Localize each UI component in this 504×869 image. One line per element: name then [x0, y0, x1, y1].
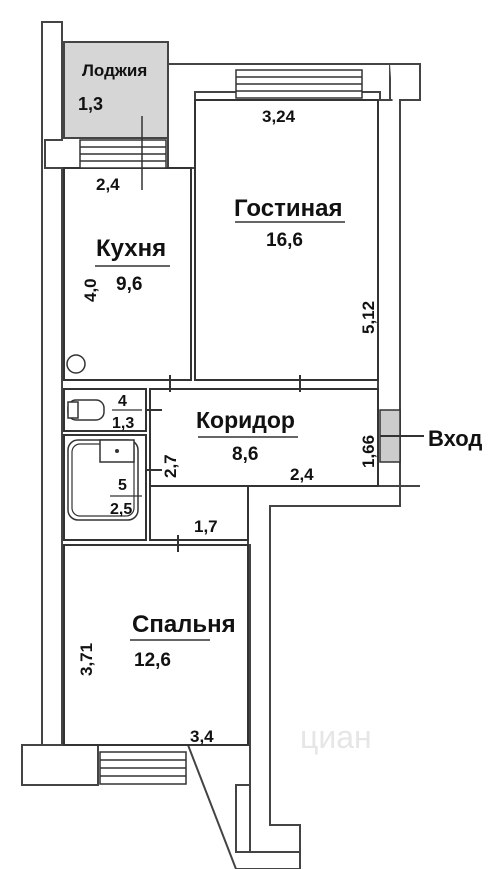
dim-living-length: 5,12 [359, 301, 378, 334]
entrance-label: Вход [428, 426, 482, 451]
dim-corridor-width: 2,4 [290, 465, 314, 484]
dim-living-width: 3,24 [262, 107, 296, 126]
loggia-area-label: 1,3 [78, 94, 103, 114]
dim-bedroom-width: 3,4 [190, 727, 214, 746]
dim-corridor-length: 2,7 [161, 454, 180, 478]
window-living [235, 69, 363, 99]
corridor-area-label: 8,6 [232, 444, 258, 465]
stove-fixture [66, 354, 86, 374]
loggia-name: Лоджия [82, 61, 147, 80]
kitchen-name: Кухня [96, 235, 166, 262]
corridor-lower [149, 485, 249, 541]
outer-wall-right-cap [390, 63, 421, 487]
kitchen-room [63, 167, 192, 381]
dim-corridor-short: 1,7 [194, 517, 218, 536]
bath-number: 5 [118, 477, 127, 494]
outer-wall-bottom-left [21, 744, 99, 786]
dim-bedroom-length: 3,71 [77, 643, 96, 676]
toilet-fixture [67, 399, 105, 421]
toilet-number: 4 [118, 393, 127, 410]
bedroom-name: Спальня [132, 611, 236, 638]
bedroom-room [63, 544, 249, 746]
living-name: Гостиная [234, 195, 342, 222]
living-room [194, 99, 379, 381]
dim-loggia-width: 2,4 [96, 175, 120, 194]
bath-area-label: 2,5 [110, 501, 132, 518]
sink-fixture [99, 439, 135, 463]
watermark: циан [300, 719, 372, 755]
kitchen-area-label: 9,6 [116, 274, 142, 295]
toilet-area-label: 1,3 [112, 415, 134, 432]
window-kitchen [79, 139, 167, 169]
window-bedroom [99, 751, 187, 785]
loggia-area [63, 41, 169, 139]
bedroom-area-label: 12,6 [134, 650, 171, 671]
living-area-label: 16,6 [266, 230, 303, 251]
dim-kitchen-length: 4,0 [81, 278, 100, 302]
inner-wall-lower-right [247, 485, 401, 853]
entrance-door [379, 409, 424, 463]
corridor-name: Коридор [196, 407, 295, 433]
dim-entrance-width: 1,66 [359, 435, 378, 468]
